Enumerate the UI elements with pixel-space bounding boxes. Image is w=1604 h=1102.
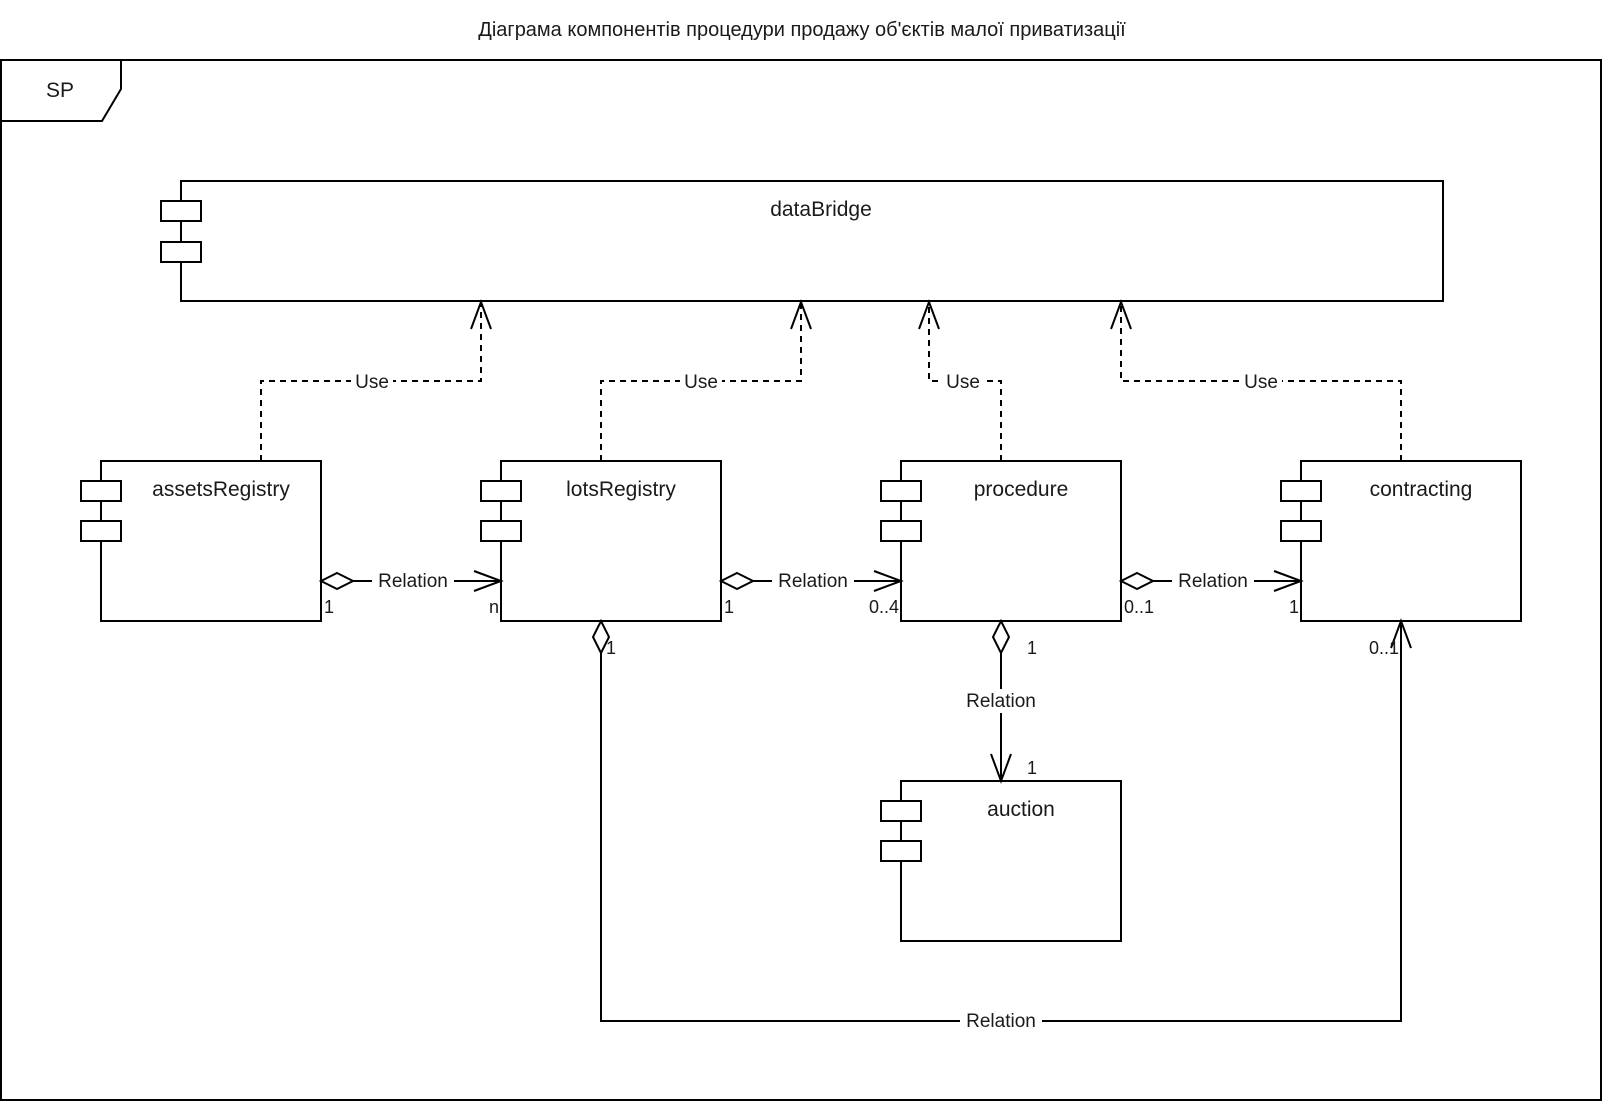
dependency-assets-databridge[interactable]: Use [260, 299, 492, 461]
label-background [351, 370, 393, 392]
label-background [1172, 569, 1254, 593]
component-port-icon [480, 520, 522, 542]
source-multiplicity: 1 [324, 597, 334, 617]
label-background [680, 370, 722, 392]
component-port-icon [880, 480, 922, 502]
open-arrow-icon [1110, 299, 1132, 330]
relation-label: Relation [966, 691, 1036, 712]
open-arrow-icon [918, 299, 940, 330]
dependency-contracting-databridge[interactable]: Use [1110, 299, 1402, 461]
diagram-title: Діаграма компонентів процедури продажу о… [478, 19, 1126, 41]
relation-assets-lots[interactable]: Relation 1 n [318, 569, 504, 617]
component-contracting[interactable]: contracting [1280, 460, 1522, 622]
source-multiplicity: 1 [1027, 638, 1037, 658]
open-arrow-icon [1390, 618, 1412, 649]
target-multiplicity: n [489, 597, 499, 617]
component-name: contracting [1370, 478, 1473, 501]
relation-label: Relation [778, 571, 848, 592]
component-name: procedure [974, 478, 1069, 501]
frame-tab [1, 60, 122, 122]
dependency-label: Use [355, 372, 389, 393]
component-databridge[interactable]: dataBridge [160, 180, 1444, 302]
dependency-label: Use [946, 372, 980, 393]
aggregation-diamond-icon [591, 618, 611, 656]
component-port-icon [80, 520, 122, 542]
component-port-icon [160, 241, 202, 263]
component-procedure[interactable]: procedure [880, 460, 1122, 622]
frame-border [0, 59, 1602, 1101]
relation-label: Relation [1178, 571, 1248, 592]
component-name: lotsRegistry [566, 478, 676, 501]
relation-procedure-contracting[interactable]: Relation 0..1 1 [1118, 569, 1304, 617]
component-port-icon [880, 840, 922, 862]
aggregation-diamond-icon [718, 571, 756, 591]
dependency-procedure-databridge[interactable]: Use [918, 299, 1002, 461]
open-arrow-icon [473, 570, 504, 592]
component-body [900, 460, 1122, 622]
relation-label: Relation [378, 571, 448, 592]
label-background [372, 569, 454, 593]
relation-procedure-auction[interactable]: Relation 1 1 [958, 618, 1044, 784]
source-multiplicity: 0..1 [1124, 597, 1154, 617]
frame-label: SP [46, 79, 74, 102]
dependency-label: Use [684, 372, 718, 393]
label-background [958, 689, 1044, 713]
component-port-icon [80, 480, 122, 502]
open-arrow-icon [470, 299, 492, 330]
relation-lots-contracting[interactable]: Relation 1 0..1 [591, 618, 1412, 1033]
component-name: dataBridge [770, 198, 872, 221]
component-name: assetsRegistry [152, 478, 290, 501]
label-background [772, 569, 854, 593]
open-arrow-icon [790, 299, 812, 330]
component-port-icon [880, 800, 922, 822]
component-lotsregistry[interactable]: lotsRegistry [480, 460, 722, 622]
open-arrow-icon [990, 753, 1012, 784]
dependency-lots-databridge[interactable]: Use [600, 299, 812, 461]
component-auction[interactable]: auction [880, 780, 1122, 942]
relation-label: Relation [966, 1011, 1036, 1032]
label-background [942, 370, 984, 392]
component-port-icon [160, 200, 202, 222]
component-name: auction [987, 798, 1055, 821]
aggregation-diamond-icon [318, 571, 356, 591]
open-arrow-icon [1273, 570, 1304, 592]
label-background [960, 1009, 1042, 1033]
aggregation-diamond-icon [991, 618, 1011, 656]
frame-sp: SP [0, 59, 1602, 1101]
component-port-icon [1280, 520, 1322, 542]
dependency-label: Use [1244, 372, 1278, 393]
aggregation-diamond-icon [1118, 571, 1156, 591]
source-multiplicity: 1 [724, 597, 734, 617]
label-background [1240, 370, 1282, 392]
open-arrow-icon [873, 570, 904, 592]
component-port-icon [480, 480, 522, 502]
target-multiplicity: 0..4 [869, 597, 899, 617]
target-multiplicity: 1 [1289, 597, 1299, 617]
component-assetsregistry[interactable]: assetsRegistry [80, 460, 322, 622]
component-port-icon [880, 520, 922, 542]
component-port-icon [1280, 480, 1322, 502]
source-multiplicity: 1 [606, 638, 616, 658]
component-body [180, 180, 1444, 302]
relation-lots-procedure[interactable]: Relation 1 0..4 [718, 569, 904, 617]
target-multiplicity: 1 [1027, 758, 1037, 778]
target-multiplicity: 0..1 [1369, 638, 1399, 658]
component-body [100, 460, 322, 622]
component-body [500, 460, 722, 622]
